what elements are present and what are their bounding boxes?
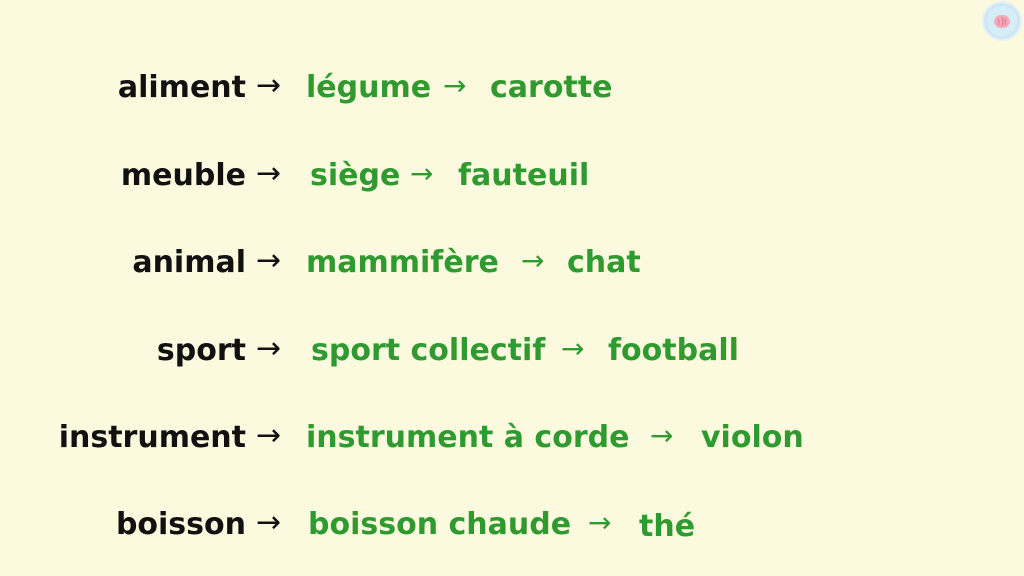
arrow-icon: → xyxy=(410,157,434,190)
specific-word: fauteuil xyxy=(458,158,590,193)
general-word: boisson xyxy=(115,507,246,542)
general-word: instrument xyxy=(58,420,246,455)
brain-logo-icon xyxy=(984,3,1020,39)
middle-word: siège xyxy=(310,158,401,193)
arrow-icon: → xyxy=(443,69,467,102)
general-word: meuble xyxy=(120,158,246,193)
arrow-icon: → xyxy=(256,418,282,453)
middle-word: boisson chaude xyxy=(308,507,572,542)
specific-word: violon xyxy=(701,420,804,455)
specific-word: carotte xyxy=(490,70,613,105)
general-word: aliment xyxy=(117,70,246,105)
specific-word: thé xyxy=(639,509,696,544)
arrow-icon: → xyxy=(650,419,674,452)
arrow-icon: → xyxy=(256,331,282,366)
arrow-icon: → xyxy=(256,156,282,191)
middle-word: sport collectif xyxy=(311,333,546,368)
hierarchy-row: sport → sport collectif → football xyxy=(0,327,1024,375)
middle-word: instrument à corde xyxy=(306,420,630,455)
hierarchy-row: boisson → boisson chaude → thé xyxy=(0,501,1024,549)
arrow-icon: → xyxy=(561,332,585,365)
specific-word: chat xyxy=(567,245,641,280)
hierarchy-row: animal → mammifère → chat xyxy=(0,239,1024,287)
hierarchy-row: meuble → siège → fauteuil xyxy=(0,152,1024,200)
middle-word: mammifère xyxy=(306,245,499,280)
arrow-icon: → xyxy=(588,506,612,539)
hierarchy-row: aliment → légume → carotte xyxy=(0,64,1024,112)
general-word: animal xyxy=(132,245,246,280)
hierarchy-row: instrument → instrument à corde → violon xyxy=(0,414,1024,462)
specific-word: football xyxy=(608,333,739,368)
middle-word: légume xyxy=(306,70,432,105)
arrow-icon: → xyxy=(256,68,282,103)
arrow-icon: → xyxy=(256,243,282,278)
arrow-icon: → xyxy=(521,244,545,277)
arrow-icon: → xyxy=(256,505,282,540)
general-word: sport xyxy=(156,333,246,368)
